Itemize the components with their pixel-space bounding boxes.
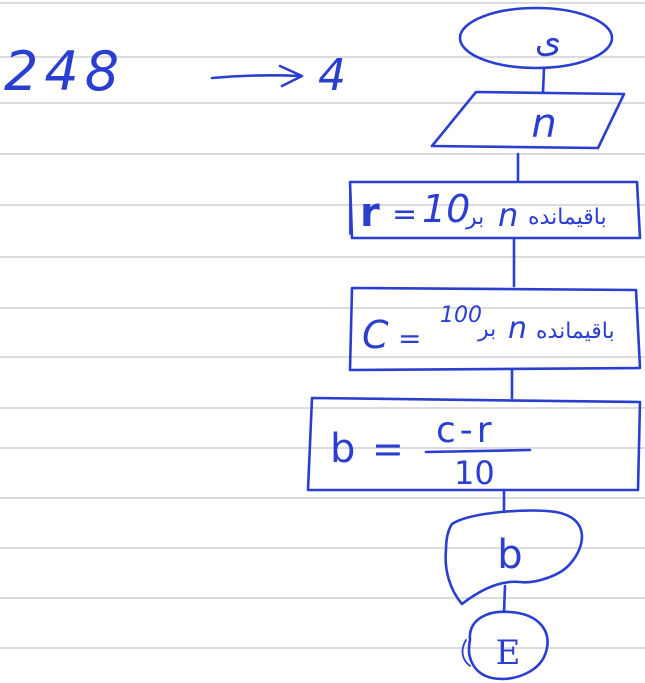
process-box-r: r = 10 بر n باقیمانده	[348, 180, 642, 240]
input-label: n	[531, 101, 556, 147]
connector-line	[541, 66, 546, 94]
c-variable: C	[362, 313, 389, 357]
process-box-b: b = c-r 10	[306, 396, 642, 492]
r-value: 10	[422, 187, 470, 231]
arrow-head-icon	[278, 64, 304, 88]
input-parallelogram: n	[430, 90, 626, 150]
output-display: b	[444, 509, 584, 606]
c-word-bar: بر	[477, 317, 496, 342]
end-terminator: E	[461, 610, 549, 681]
start-terminator: ی	[458, 6, 614, 70]
c-equals: =	[398, 322, 421, 355]
arrow-icon	[210, 74, 302, 80]
start-label: ی	[535, 21, 562, 61]
r-variable: r	[360, 190, 380, 236]
b-variable: b	[330, 426, 355, 472]
fraction-bar	[424, 448, 532, 454]
b-numerator: c-r	[436, 410, 496, 451]
c-var-n: n	[508, 311, 527, 346]
connector-line	[502, 584, 507, 614]
end-label: E	[496, 633, 521, 673]
b-denominator: 10	[454, 454, 495, 492]
example-output: 4	[318, 50, 346, 101]
b-equals: =	[372, 427, 404, 471]
c-value: 100	[440, 303, 482, 328]
c-remainder-text: باقیمانده	[536, 319, 615, 344]
example-input: 248	[4, 40, 125, 103]
r-remainder-text: باقیمانده	[528, 205, 607, 230]
example-note: 248 4	[4, 40, 346, 103]
process-box-c: C = 100 بر n باقیمانده	[348, 286, 642, 372]
output-label: b	[497, 532, 522, 578]
r-equals: =	[392, 197, 417, 232]
ruled-lines	[0, 2, 645, 649]
r-word-bar: بر	[465, 205, 484, 230]
r-var-n: n	[498, 196, 518, 234]
